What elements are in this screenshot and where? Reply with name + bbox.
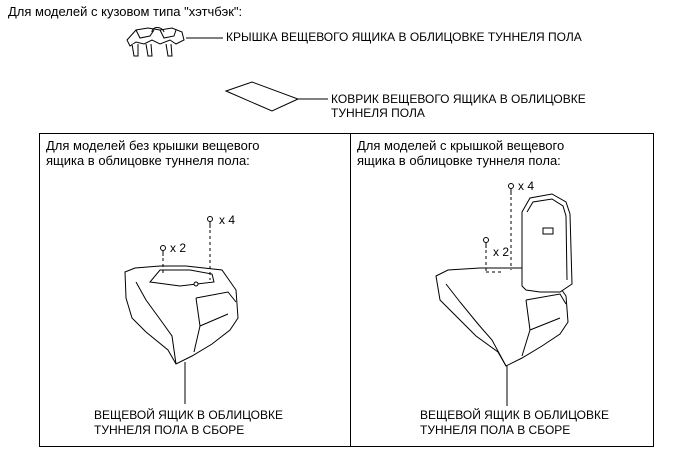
panel-right-qty-a: x 4 xyxy=(518,179,535,193)
panel-left-qty-b: x 2 xyxy=(170,241,187,255)
panel-right-qty-b: x 2 xyxy=(493,245,510,259)
panel-right-heading-line1: Для моделей с крышкой вещевого xyxy=(357,138,565,153)
page-heading: Для моделей с кузовом типа "хэтчбэк": xyxy=(8,4,243,19)
lid-part-drawing xyxy=(126,27,185,57)
console-box-right-drawing xyxy=(435,193,573,367)
screw-b-right xyxy=(483,237,504,273)
panel-right-assembly-label-line1: ВЕЩЕВОЙ ЯЩИК В ОБЛИЦОВКЕ xyxy=(420,408,610,422)
lid-callout-label: КРЫШКА ВЕЩЕВОГО ЯЩИКА В ОБЛИЦОВКЕ ТУННЕЛ… xyxy=(226,30,582,44)
mat-callout-label-line1: КОВРИК ВЕЩЕВОГО ЯЩИКА В ОБЛИЦОВКЕ xyxy=(331,92,586,106)
panel-left-heading-line1: Для моделей без крышки вещевого xyxy=(46,138,260,153)
mat-callout-label-line2: ТУННЕЛЯ ПОЛА xyxy=(331,106,425,120)
screw-b-left xyxy=(160,245,166,274)
mat-part-drawing xyxy=(224,81,300,112)
panel-left-assembly-label-line2: ТУННЕЛЯ ПОЛА В СБОРЕ xyxy=(94,423,245,437)
panel-right-assembly-label-line2: ТУННЕЛЯ ПОЛА В СБОРЕ xyxy=(420,423,571,437)
screw-a-left xyxy=(207,216,213,280)
panel-left-qty-a: x 4 xyxy=(219,213,236,227)
panel-left-assembly-label-line1: ВЕЩЕВОЙ ЯЩИК В ОБЛИЦОВКЕ xyxy=(94,408,284,422)
panel-right-heading-line2: ящика в облицовке туннеля пола: xyxy=(357,153,561,168)
panel-left-heading-line2: ящика в облицовке туннеля пола: xyxy=(46,153,250,168)
console-box-left-drawing xyxy=(124,265,239,365)
panel-frame xyxy=(39,133,654,447)
screw-a-right xyxy=(508,183,514,270)
